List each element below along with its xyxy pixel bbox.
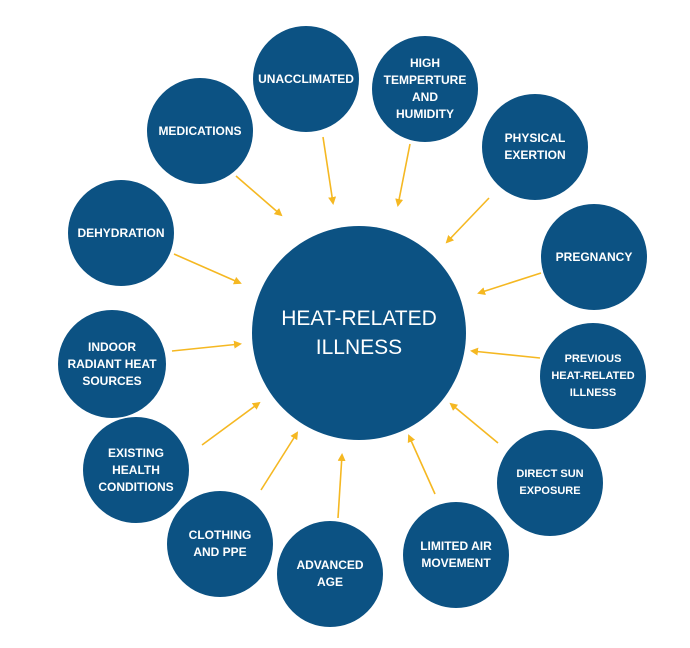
factor-existing-health-conditions: EXISTING HEALTH CONDITIONS [83, 417, 189, 523]
factor-label: DIRECT SUN EXPOSURE [516, 468, 584, 497]
factor-limited-air-movement: LIMITED AIR MOVEMENT [403, 502, 509, 608]
factor-high-temperature-humidity: HIGH TEMPERTURE AND HUMIDITY [372, 36, 478, 142]
arrow-physical-exertion [445, 197, 490, 244]
factor-unacclimated: UNACCLIMATED [253, 26, 359, 132]
factor-clothing-ppe: CLOTHING AND PPE [167, 491, 273, 597]
factor-medications: MEDICATIONS [147, 78, 253, 184]
arrow-medications [235, 175, 283, 217]
factor-previous-heat-illness: PREVIOUS HEAT-RELATED ILLNESS [540, 323, 646, 429]
arrow-unacclimated [322, 136, 337, 205]
factor-label: ADVANCED AGE [296, 558, 364, 589]
arrow-advanced-age [337, 453, 346, 519]
factor-label: LIMITED AIR MOVEMENT [420, 539, 492, 570]
factor-label: DEHYDRATION [77, 225, 165, 240]
arrow-high-temperature [395, 143, 411, 207]
factor-dehydration: DEHYDRATION [68, 180, 174, 286]
arrow-indoor-radiant [171, 340, 242, 352]
factor-direct-sun-exposure: DIRECT SUN EXPOSURE [497, 430, 603, 536]
factor-physical-exertion: PHYSICAL EXERTION [482, 94, 588, 200]
factor-label: PREVIOUS HEAT-RELATED ILLNESS [551, 352, 635, 399]
factor-label: MEDICATIONS [158, 123, 242, 138]
arrow-clothing-ppe [260, 431, 299, 491]
factor-label: UNACCLIMATED [258, 71, 354, 86]
center-label: HEAT-RELATED ILLNESS [281, 307, 437, 359]
center-circle: HEAT-RELATED ILLNESS [252, 226, 466, 440]
factor-pregnancy: PREGNANCY [541, 204, 647, 310]
factor-label: EXISTING HEALTH CONDITIONS [98, 445, 174, 494]
factor-label: PREGNANCY [555, 249, 633, 264]
arrow-dehydration [173, 253, 242, 285]
factor-label: INDOOR RADIANT HEAT SOURCES [67, 339, 157, 388]
factor-label: PHYSICAL EXERTION [504, 131, 566, 162]
factor-indoor-radiant-heat: INDOOR RADIANT HEAT SOURCES [58, 310, 166, 418]
factor-label: CLOTHING AND PPE [188, 528, 252, 559]
factor-label: HIGH TEMPERTURE AND HUMIDITY [383, 56, 467, 121]
factor-advanced-age: ADVANCED AGE [277, 521, 383, 627]
arrow-direct-sun [449, 402, 499, 444]
arrow-existing-conditions [201, 401, 261, 446]
arrow-limited-air [407, 434, 436, 495]
arrow-pregnancy [477, 272, 542, 295]
arrow-previous-illness [470, 347, 541, 359]
